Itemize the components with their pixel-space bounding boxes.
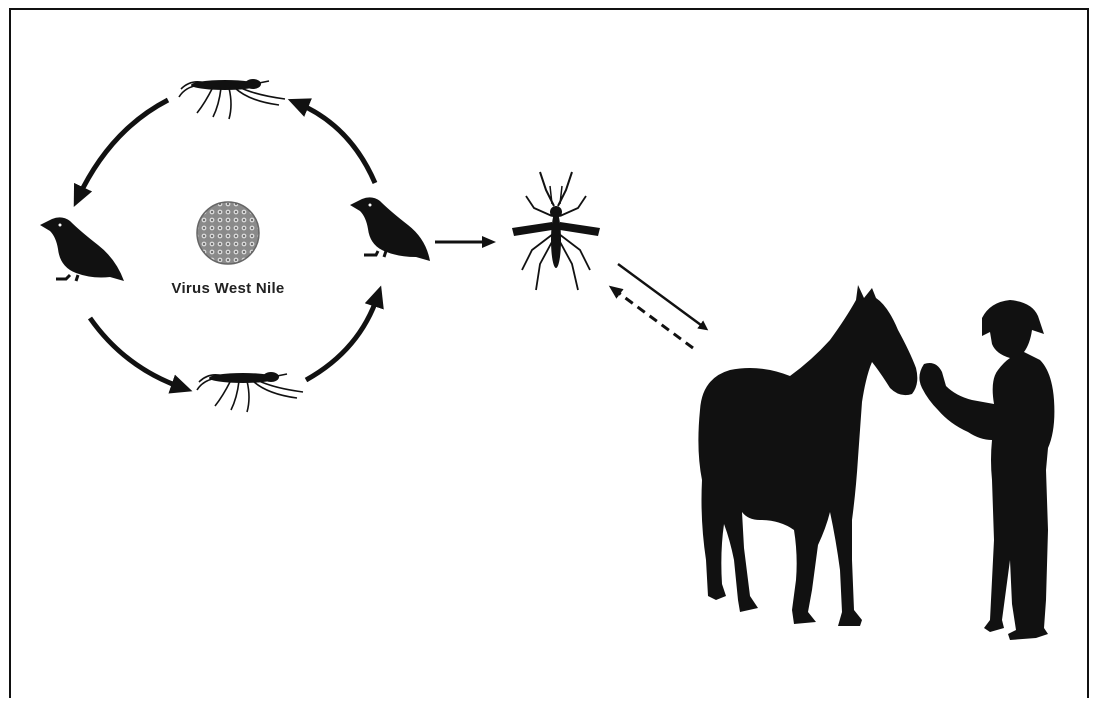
bird-icon [40,217,124,281]
virus-label: Virus West Nile [171,280,284,297]
mosquito-icon [179,79,285,119]
arrow-horse-to-mosquito-dashed [612,288,693,348]
mosquito-icon [197,372,303,412]
bird-icon [350,197,430,261]
person-icon [919,300,1054,640]
cycle-arrow-top-right [297,103,375,183]
virus-icon [197,202,259,264]
cycle-arrow-bottom-right [306,295,378,380]
mosquito-icon [512,172,600,290]
cycle-arrow-bottom-left [90,318,183,388]
arrow-mosquito-to-horse [618,264,705,328]
horse-icon [698,285,917,626]
cycle-arrow-top-left [78,100,168,198]
